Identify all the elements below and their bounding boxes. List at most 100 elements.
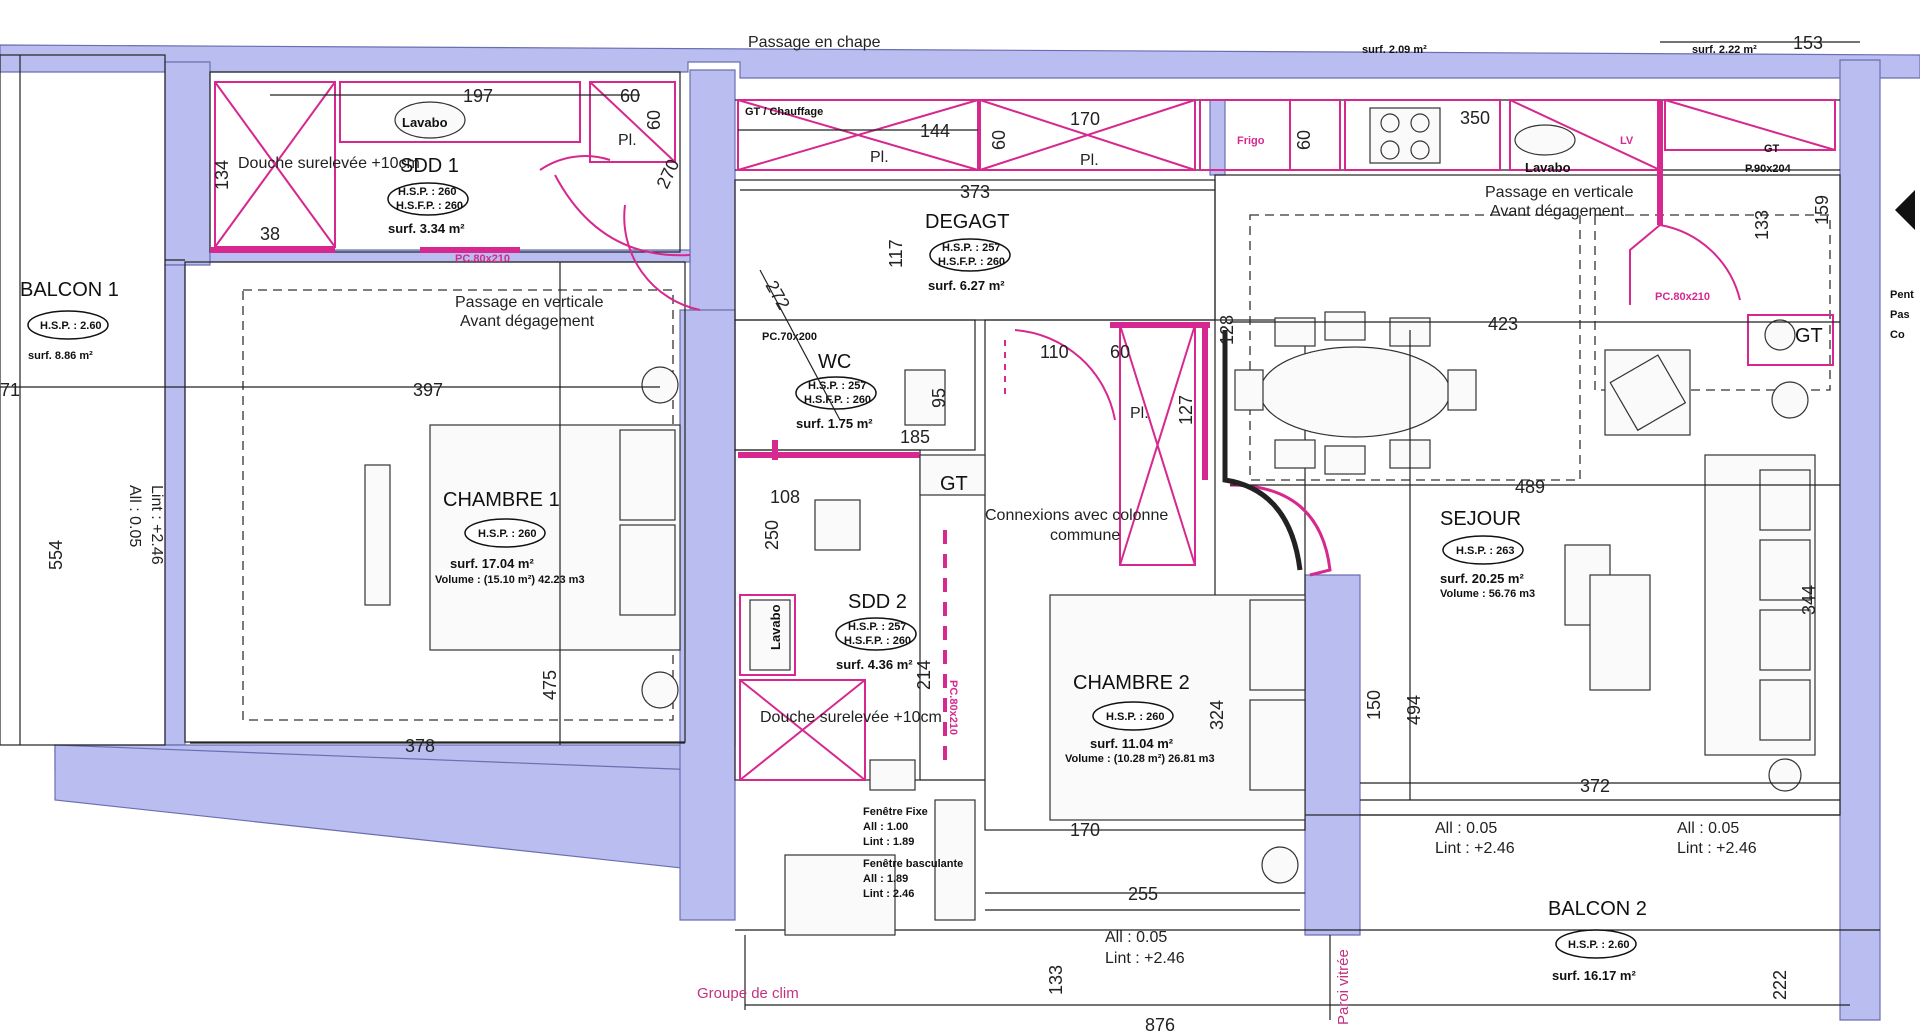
dim-170-b: 170 [1070, 820, 1100, 840]
label-lavabo-1: Lavabo [402, 115, 448, 130]
dimensions: 197 60 60 134 38 270 144 60 170 350 60 1… [0, 33, 1860, 1031]
label-all-chambre2: All : 0.05 [1105, 929, 1167, 946]
room-labels: BALCON 1 H.S.P. : 2.60 surf. 8.86 m² SDD… [20, 44, 1757, 983]
label-gt-1: GT [940, 473, 968, 495]
surf-sdd1: surf. 3.34 m² [388, 221, 465, 236]
dim-128: 128 [1217, 315, 1237, 345]
volume-chambre2: Volume : (10.28 m²) 26.81 m3 [1065, 753, 1215, 765]
dim-255: 255 [1128, 884, 1158, 904]
dim-159: 159 [1812, 195, 1832, 225]
label-gt-2: GT [1795, 325, 1823, 347]
label-fenetre-fixe: Fenêtre Fixe [863, 806, 928, 818]
dim-133: 133 [1752, 210, 1772, 240]
hsfp-degagt: H.S.F.P. : 260 [938, 256, 1005, 268]
surf-wc: surf. 1.75 m² [796, 416, 873, 431]
note-avant-degagement-1: Avant dégagement [460, 313, 595, 330]
hsp-wc: H.S.P. : 257 [808, 380, 867, 392]
label-edge-3: Co [1890, 329, 1905, 341]
north-arrow-icon [1895, 190, 1915, 230]
label-lint-sejour-1: Lint : +2.46 [1435, 840, 1515, 857]
dim-397: 397 [413, 380, 443, 400]
label-frigo: Frigo [1237, 135, 1265, 147]
surf-top-right: surf. 2.22 m² [1692, 44, 1757, 56]
dim-250: 250 [762, 520, 782, 550]
label-lavabo-3: Lavabo [768, 604, 783, 650]
label-all-2: All : 1.89 [863, 873, 908, 885]
label-groupe-clim: Groupe de clim [697, 985, 799, 1002]
room-name-balcon1: BALCON 1 [20, 279, 119, 301]
surf-sejour: surf. 20.25 m² [1440, 571, 1524, 586]
room-name-sejour: SEJOUR [1440, 508, 1521, 530]
dim-373: 373 [960, 182, 990, 202]
surf-top-left: surf. 2.09 m² [1362, 44, 1427, 56]
dim-222: 222 [1770, 970, 1790, 1000]
label-all-1: All : 1.00 [863, 821, 908, 833]
dim-60-a: 60 [620, 86, 640, 106]
label-douche-2: Douche surelevée +10cm [760, 709, 942, 726]
label-pc-5: PC.80x210 [947, 680, 959, 735]
dim-127: 127 [1176, 395, 1196, 425]
label-gt-chauffage: GT / Chauffage [745, 106, 823, 118]
hsp-sdd1: H.S.P. : 260 [398, 186, 457, 198]
dim-95: 95 [929, 388, 949, 408]
hsfp-sdd1: H.S.F.P. : 260 [396, 200, 463, 212]
label-pc-4: P.90x204 [1745, 163, 1792, 175]
dim-108: 108 [770, 487, 800, 507]
label-pc-1: PC.80x210 [455, 253, 510, 265]
label-lint-sejour-2: Lint : +2.46 [1677, 840, 1757, 857]
volume-sejour: Volume : 56.76 m3 [1440, 588, 1535, 600]
dim-197: 197 [463, 86, 493, 106]
room-name-degagt: DEGAGT [925, 211, 1009, 233]
label-all-sejour-2: All : 0.05 [1677, 820, 1739, 837]
label-pl-3: Pl. [1130, 405, 1149, 422]
dim-876: 876 [1145, 1015, 1175, 1031]
dim-38: 38 [260, 224, 280, 244]
surf-balcon1: surf. 8.86 m² [28, 350, 93, 362]
label-douche-1: Douche surelevée +10cm [238, 155, 420, 172]
room-name-chambre2: CHAMBRE 2 [1073, 672, 1190, 694]
label-pc-3: PC.80x210 [1655, 291, 1710, 303]
dim-214: 214 [914, 660, 934, 690]
label-pl-2: Pl. [1080, 152, 1099, 169]
dim-494: 494 [1404, 695, 1424, 725]
dim-554: 554 [46, 540, 66, 570]
dim-60-b: 60 [644, 110, 664, 130]
surf-sdd2: surf. 4.36 m² [836, 657, 913, 672]
label-lint-balcon1: Lint : +2.46 [148, 485, 165, 565]
label-lint-1: Lint : 1.89 [863, 836, 914, 848]
dim-185: 185 [900, 427, 930, 447]
walls [0, 44, 1920, 1021]
notes: Passage en chape Passage en verticale Av… [126, 34, 1914, 1025]
dim-423: 423 [1488, 314, 1518, 334]
note-passage-verticale-1: Passage en verticale [455, 294, 604, 311]
hsp-sejour: H.S.P. : 263 [1456, 545, 1515, 557]
note-avant-degagement-2: Avant dégagement [1490, 203, 1625, 220]
dim-60-e: 60 [1110, 342, 1130, 362]
label-paroi-vitree: Paroi vitrée [1335, 949, 1352, 1025]
note-commune: commune [1050, 527, 1120, 544]
dim-117: 117 [886, 239, 906, 268]
label-all-balcon1: All : 0.05 [126, 485, 143, 547]
dim-144: 144 [920, 121, 950, 141]
room-name-chambre1: CHAMBRE 1 [443, 489, 560, 511]
label-pl-4: Pl. [618, 132, 637, 149]
dim-372: 372 [1580, 776, 1610, 796]
dim-153: 153 [1793, 33, 1823, 53]
label-pc-2: PC.70x200 [762, 331, 817, 343]
dim-71: 71 [0, 380, 20, 400]
hsp-degagt: H.S.P. : 257 [942, 242, 1001, 254]
surf-chambre1: surf. 17.04 m² [450, 556, 534, 571]
label-lavabo-2: Lavabo [1525, 160, 1571, 175]
dim-344: 344 [1799, 585, 1819, 615]
hsp-chambre2: H.S.P. : 260 [1106, 711, 1165, 723]
dim-378: 378 [405, 736, 435, 756]
label-edge-1: Pent [1890, 289, 1914, 301]
label-gt-3: GT [1764, 143, 1780, 155]
dim-350: 350 [1460, 108, 1490, 128]
dim-170: 170 [1070, 109, 1100, 129]
dim-134: 134 [212, 160, 232, 190]
label-all-sejour-1: All : 0.05 [1435, 820, 1497, 837]
surf-chambre2: surf. 11.04 m² [1090, 736, 1174, 751]
room-name-sdd1: SDD 1 [400, 155, 459, 177]
dim-133-b: 133 [1046, 965, 1066, 995]
